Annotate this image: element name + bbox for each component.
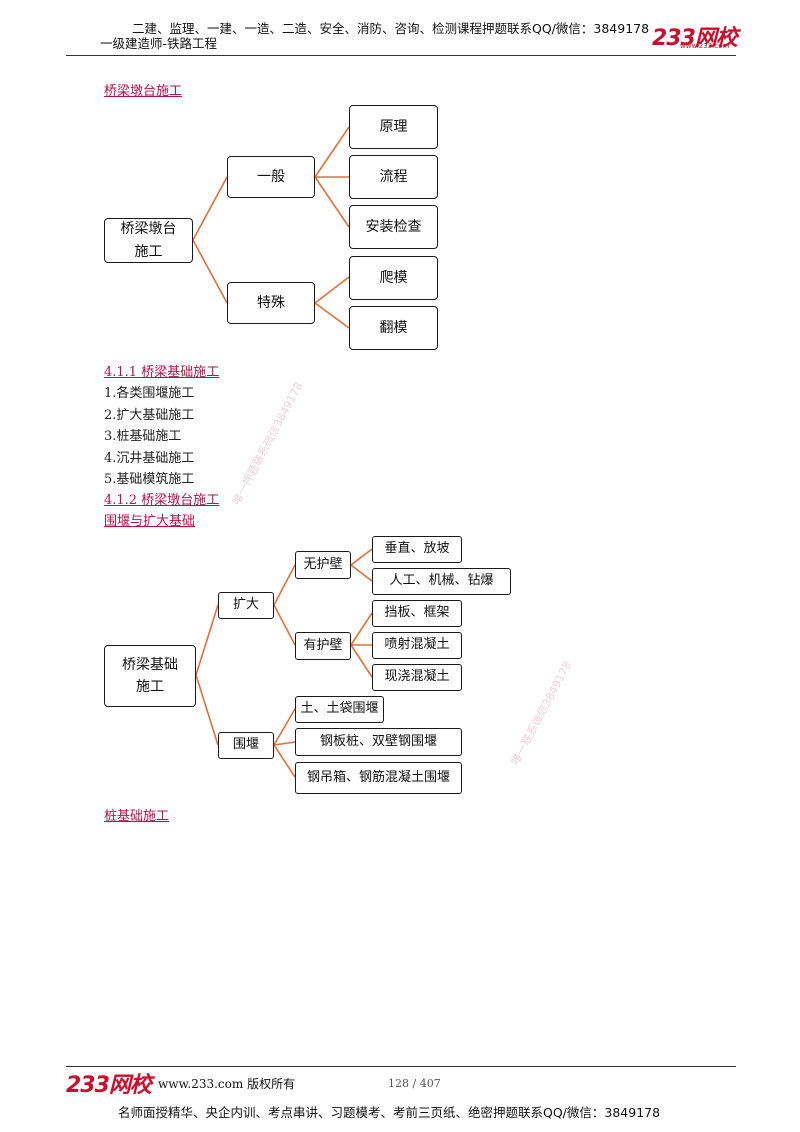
list-item: 2.扩大基础施工 [104, 408, 195, 423]
diagram2-baffle-frame: 挡板、框架 [372, 600, 462, 627]
section-heading-foundation[interactable]: 4.1.1 桥梁基础施工 [104, 365, 220, 380]
footer-url[interactable]: www.233.com 版权所有 [158, 1077, 296, 1091]
brand-logo: 233网校 [652, 26, 738, 51]
diagram2-cofferdam: 围堰 [218, 732, 274, 759]
diagram1-install-check: 安装检查 [349, 205, 438, 249]
diagram2-expand: 扩大 [218, 592, 274, 619]
diagram2-manual-mech-blast: 人工、机械、钻爆 [372, 568, 511, 595]
diagram1-root: 桥梁墩台 施工 [104, 218, 193, 263]
diagram1-process: 流程 [349, 155, 438, 199]
header-subtitle: 一级建造师-铁路工程 [100, 36, 218, 51]
header-top-line: 二建、监理、一建、一造、二造、安全、消防、咨询、检测课程押题联系QQ/微信：38… [132, 21, 650, 36]
diagram2-root: 桥梁基础 施工 [104, 645, 196, 707]
diagram2-with-wall: 有护壁 [295, 632, 351, 660]
diagram1-climbing-form: 爬模 [349, 256, 438, 300]
section-heading-pier-construction[interactable]: 桥梁墩台施工 [104, 84, 183, 99]
diagram1-general: 一般 [227, 156, 315, 198]
page-indicator: 128 / 407 [388, 1077, 441, 1090]
section-heading-pier-412[interactable]: 4.1.2 桥梁墩台施工 [104, 493, 220, 508]
diagram2-earth-bag-cofferdam: 土、土袋围堰 [295, 696, 384, 723]
diagram1-special: 特殊 [227, 282, 315, 324]
diagram1-principle: 原理 [349, 105, 438, 149]
diagram1-turnover-form: 翻模 [349, 306, 438, 350]
header-divider [66, 55, 736, 56]
diagram2-no-wall: 无护壁 [295, 551, 351, 579]
list-item: 3.桩基础施工 [104, 429, 182, 444]
footer-divider [66, 1066, 736, 1067]
diagram2-steel-sheet-pile: 钢板桩、双壁钢围堰 [295, 728, 462, 756]
section-subheading-cofferdam[interactable]: 围堰与扩大基础 [104, 514, 196, 529]
section-heading-pile-foundation[interactable]: 桩基础施工 [104, 809, 170, 824]
diagram2-vertical-slope: 垂直、放坡 [372, 536, 462, 563]
diagram2-steel-box-rc: 钢吊箱、钢筋混凝土围堰 [295, 762, 462, 794]
brand-logo-url: www.233.com [680, 42, 730, 50]
footer-logo: 233网校 [66, 1073, 152, 1098]
diagram2-cast-concrete: 现浇混凝土 [372, 664, 462, 691]
footer-contact-line: 名师面授精华、央企内训、考点串讲、习题模考、考前三页纸、绝密押题联系QQ/微信：… [118, 1105, 661, 1120]
list-item: 1.各类围堰施工 [104, 386, 195, 401]
list-item: 4.沉井基础施工 [104, 451, 195, 466]
diagram2-shotcrete: 喷射混凝土 [372, 632, 462, 659]
list-item: 5.基础模筑施工 [104, 472, 195, 487]
